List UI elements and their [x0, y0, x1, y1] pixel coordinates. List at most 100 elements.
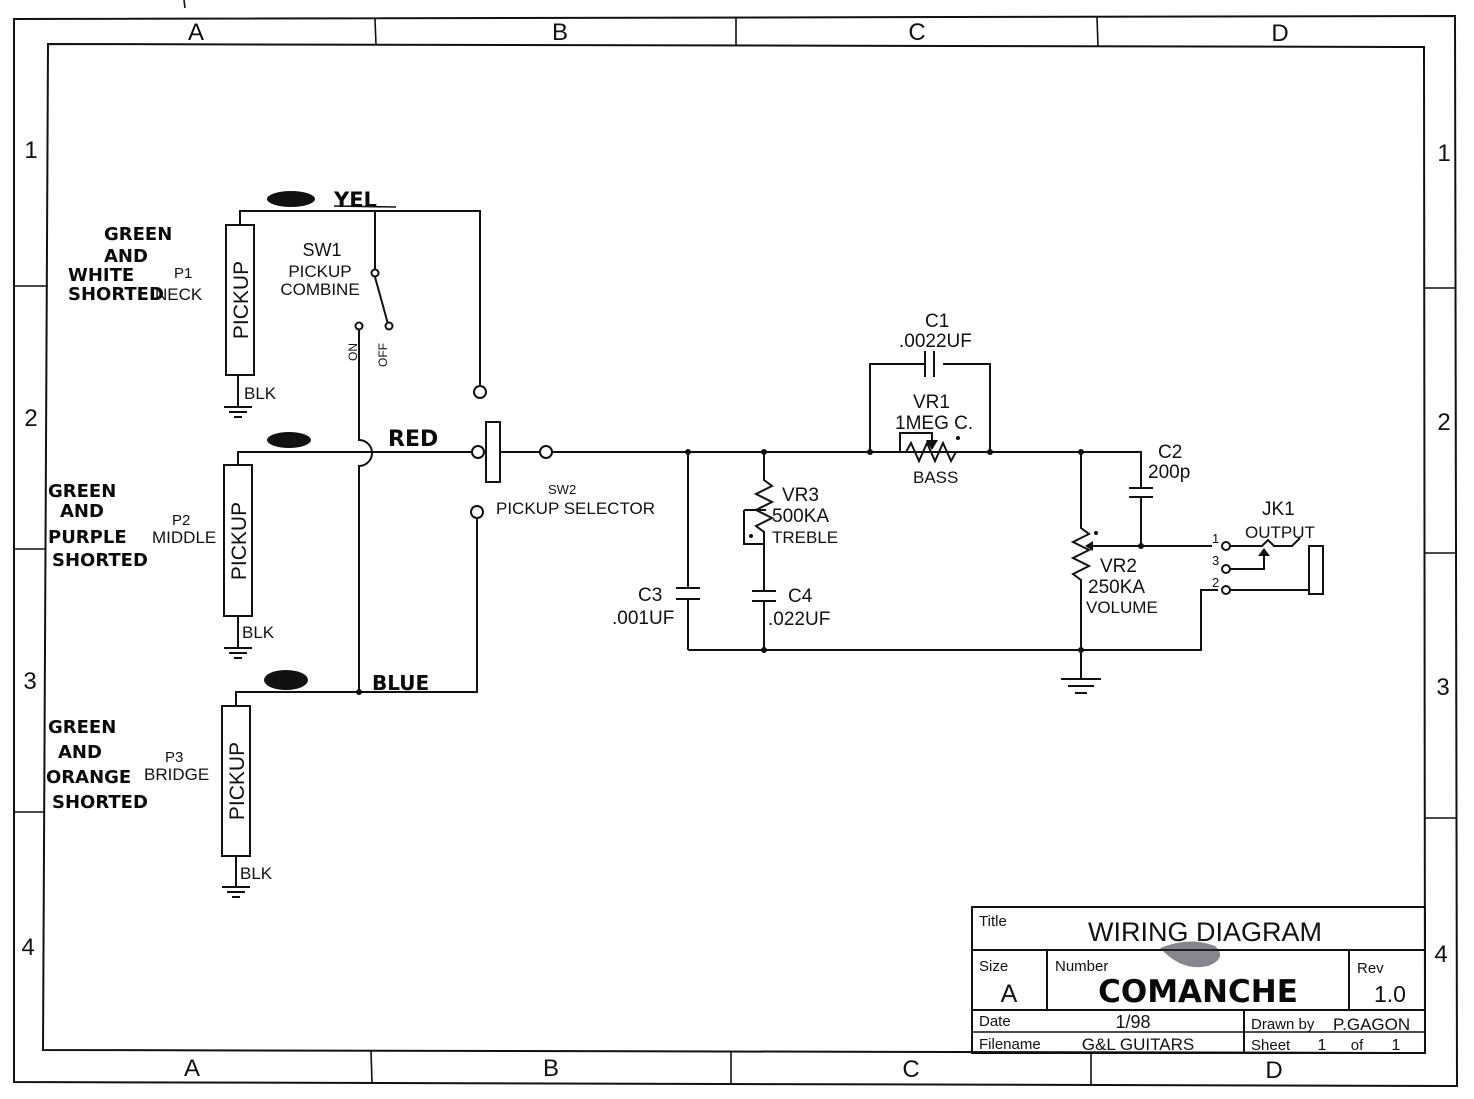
c3-value: .001UF	[612, 608, 674, 629]
row-label-3-left: 3	[23, 668, 36, 695]
drawing-filename: G&L GUITARS	[1082, 1035, 1194, 1054]
vr1-function: BASS	[913, 468, 958, 487]
pickup-p1-position: NECK	[155, 285, 203, 304]
row-label-2-right: 2	[1437, 409, 1450, 436]
pickup-p3-note-2: AND	[58, 742, 102, 763]
row-label-4-left: 4	[21, 934, 34, 961]
vr3-function: TREBLE	[772, 528, 838, 547]
ink-blot-p1	[267, 191, 315, 207]
vr3-ref: VR3	[782, 485, 819, 506]
c3-ref: C3	[638, 585, 662, 606]
sw1-name-1: PICKUP	[288, 262, 351, 281]
c2-ref: C2	[1158, 442, 1182, 463]
drawing-number: COMANCHE	[1098, 974, 1298, 1010]
sw1-off-label: OFF	[376, 343, 390, 367]
row-label-1-right: 1	[1437, 140, 1450, 167]
pickup-p3-note-3: ORANGE	[46, 767, 131, 788]
title-label: Title	[979, 913, 1007, 930]
switch-sw1: SW1 PICKUP COMBINE ON OFF	[280, 211, 394, 692]
c2-value: 200p	[1148, 462, 1190, 483]
pickup-p1-ground-label: BLK	[244, 384, 277, 403]
pickup-p3-ref: P3	[165, 749, 183, 766]
drawing-rev: 1.0	[1374, 981, 1406, 1007]
sheet-number: 1	[1318, 1037, 1327, 1054]
grid-labels: A B C D A B C D 1 2 3 4 1 2 3 4	[21, 19, 1450, 1084]
vr2-value: 250KA	[1088, 577, 1145, 598]
pickup-p3-label: PICKUP	[226, 742, 249, 820]
pickup-p1-wire-color: YEL	[333, 188, 377, 212]
pickup-p2-middle: PICKUP BLK RED P2 MIDDLE GREEN AND PURPL…	[48, 427, 485, 659]
row-label-1-left: 1	[24, 137, 37, 164]
jk1-name: OUTPUT	[1245, 523, 1315, 542]
title-block: Title WIRING DIAGRAM Size A Number COMAN…	[971, 906, 1426, 1054]
sw1-name-2: COMBINE	[280, 280, 359, 299]
col-label-d-bottom: D	[1265, 1057, 1282, 1084]
filename-label: Filename	[979, 1036, 1041, 1053]
sheet-label: Sheet	[1251, 1037, 1291, 1054]
number-label: Number	[1055, 958, 1108, 975]
jk1-pin2: 2	[1212, 575, 1219, 590]
sheet-count: 1	[1392, 1037, 1401, 1054]
col-label-a-top: A	[188, 19, 204, 46]
pickup-p2-wire-color: RED	[388, 427, 438, 452]
pickup-p3-ground-label: BLK	[240, 864, 273, 883]
pickup-p1-ref: P1	[174, 265, 192, 282]
sw1-on-label: ON	[346, 343, 360, 361]
capacitor-c4: C4 .022UF	[752, 586, 830, 653]
drawn-by: P.GAGON	[1333, 1015, 1410, 1034]
vr2-ref: VR2	[1100, 556, 1137, 577]
of-label: of	[1351, 1037, 1364, 1054]
drawing-date: 1/98	[1115, 1012, 1150, 1032]
pickup-p3-note-4: SHORTED	[52, 792, 148, 813]
rev-label: Rev	[1357, 960, 1384, 977]
pickup-p1-note-4: SHORTED	[68, 284, 164, 305]
sw2-ref: SW2	[548, 482, 576, 497]
col-label-b-bottom: B	[543, 1055, 559, 1082]
pickup-p2-ref: P2	[172, 512, 190, 529]
pickup-p3-bridge: PICKUP BLK BLUE P3 BRIDGE GREEN AND ORAN…	[46, 505, 484, 898]
c1-ref: C1	[925, 311, 949, 332]
jk1-pin1: 1	[1212, 531, 1219, 546]
vr1-ref: VR1	[913, 392, 950, 413]
date-label: Date	[979, 1013, 1011, 1030]
vr3-value: 500KA	[772, 506, 829, 527]
pickup-p1-label: PICKUP	[230, 261, 253, 339]
row-label-3-right: 3	[1436, 674, 1449, 701]
sw1-ref: SW1	[302, 240, 341, 260]
col-label-c-bottom: C	[902, 1056, 919, 1083]
pickup-p1-note-2: AND	[104, 246, 148, 267]
vr2-function: VOLUME	[1086, 598, 1158, 617]
drawing-size: A	[1001, 980, 1018, 1008]
col-label-b-top: B	[552, 19, 568, 46]
potentiometer-vr2-volume: C2 200p VR2 250KA VOLUME	[688, 442, 1218, 694]
size-label: Size	[979, 958, 1008, 975]
output-jack-jk1: 1 3 2 JK1 OUTPUT	[1212, 499, 1324, 595]
pickup-p2-note-1: GREEN	[48, 481, 116, 502]
ink-blot-p2	[267, 432, 311, 448]
pickup-p1-note-3: WHITE	[68, 265, 134, 286]
col-label-c-top: C	[908, 19, 925, 46]
ink-blot-p3	[264, 670, 308, 690]
row-label-2-left: 2	[24, 405, 37, 432]
sw2-name: PICKUP SELECTOR	[496, 499, 655, 518]
pickup-p2-position: MIDDLE	[152, 528, 216, 547]
pickup-p3-note-1: GREEN	[48, 717, 116, 738]
col-label-a-bottom: A	[184, 1055, 200, 1082]
pickup-p2-label: PICKUP	[228, 502, 251, 580]
pickup-p2-note-4: SHORTED	[52, 550, 148, 571]
c4-value: .022UF	[768, 609, 830, 630]
c4-ref: C4	[788, 586, 813, 607]
potentiometer-vr1-bass: C1 .0022UF VR1 1MEG C. BASS	[867, 311, 993, 487]
drawn-by-label: Drawn by	[1251, 1016, 1315, 1033]
pickup-p3-position: BRIDGE	[144, 765, 209, 784]
col-label-d-top: D	[1271, 20, 1288, 47]
drawing-frame	[13, 0, 1459, 1088]
pickup-p2-note-2: AND	[60, 501, 104, 522]
pickup-p1-neck: PICKUP BLK YEL P1 NECK GREEN AND WHITE S…	[68, 188, 481, 418]
ink-smudge	[1160, 941, 1221, 968]
potentiometer-vr3-treble: VR3 500KA TREBLE	[743, 449, 838, 591]
c1-value: .0022UF	[899, 331, 972, 352]
jk1-ref: JK1	[1262, 499, 1295, 520]
pickup-p2-note-3: PURPLE	[48, 527, 127, 548]
